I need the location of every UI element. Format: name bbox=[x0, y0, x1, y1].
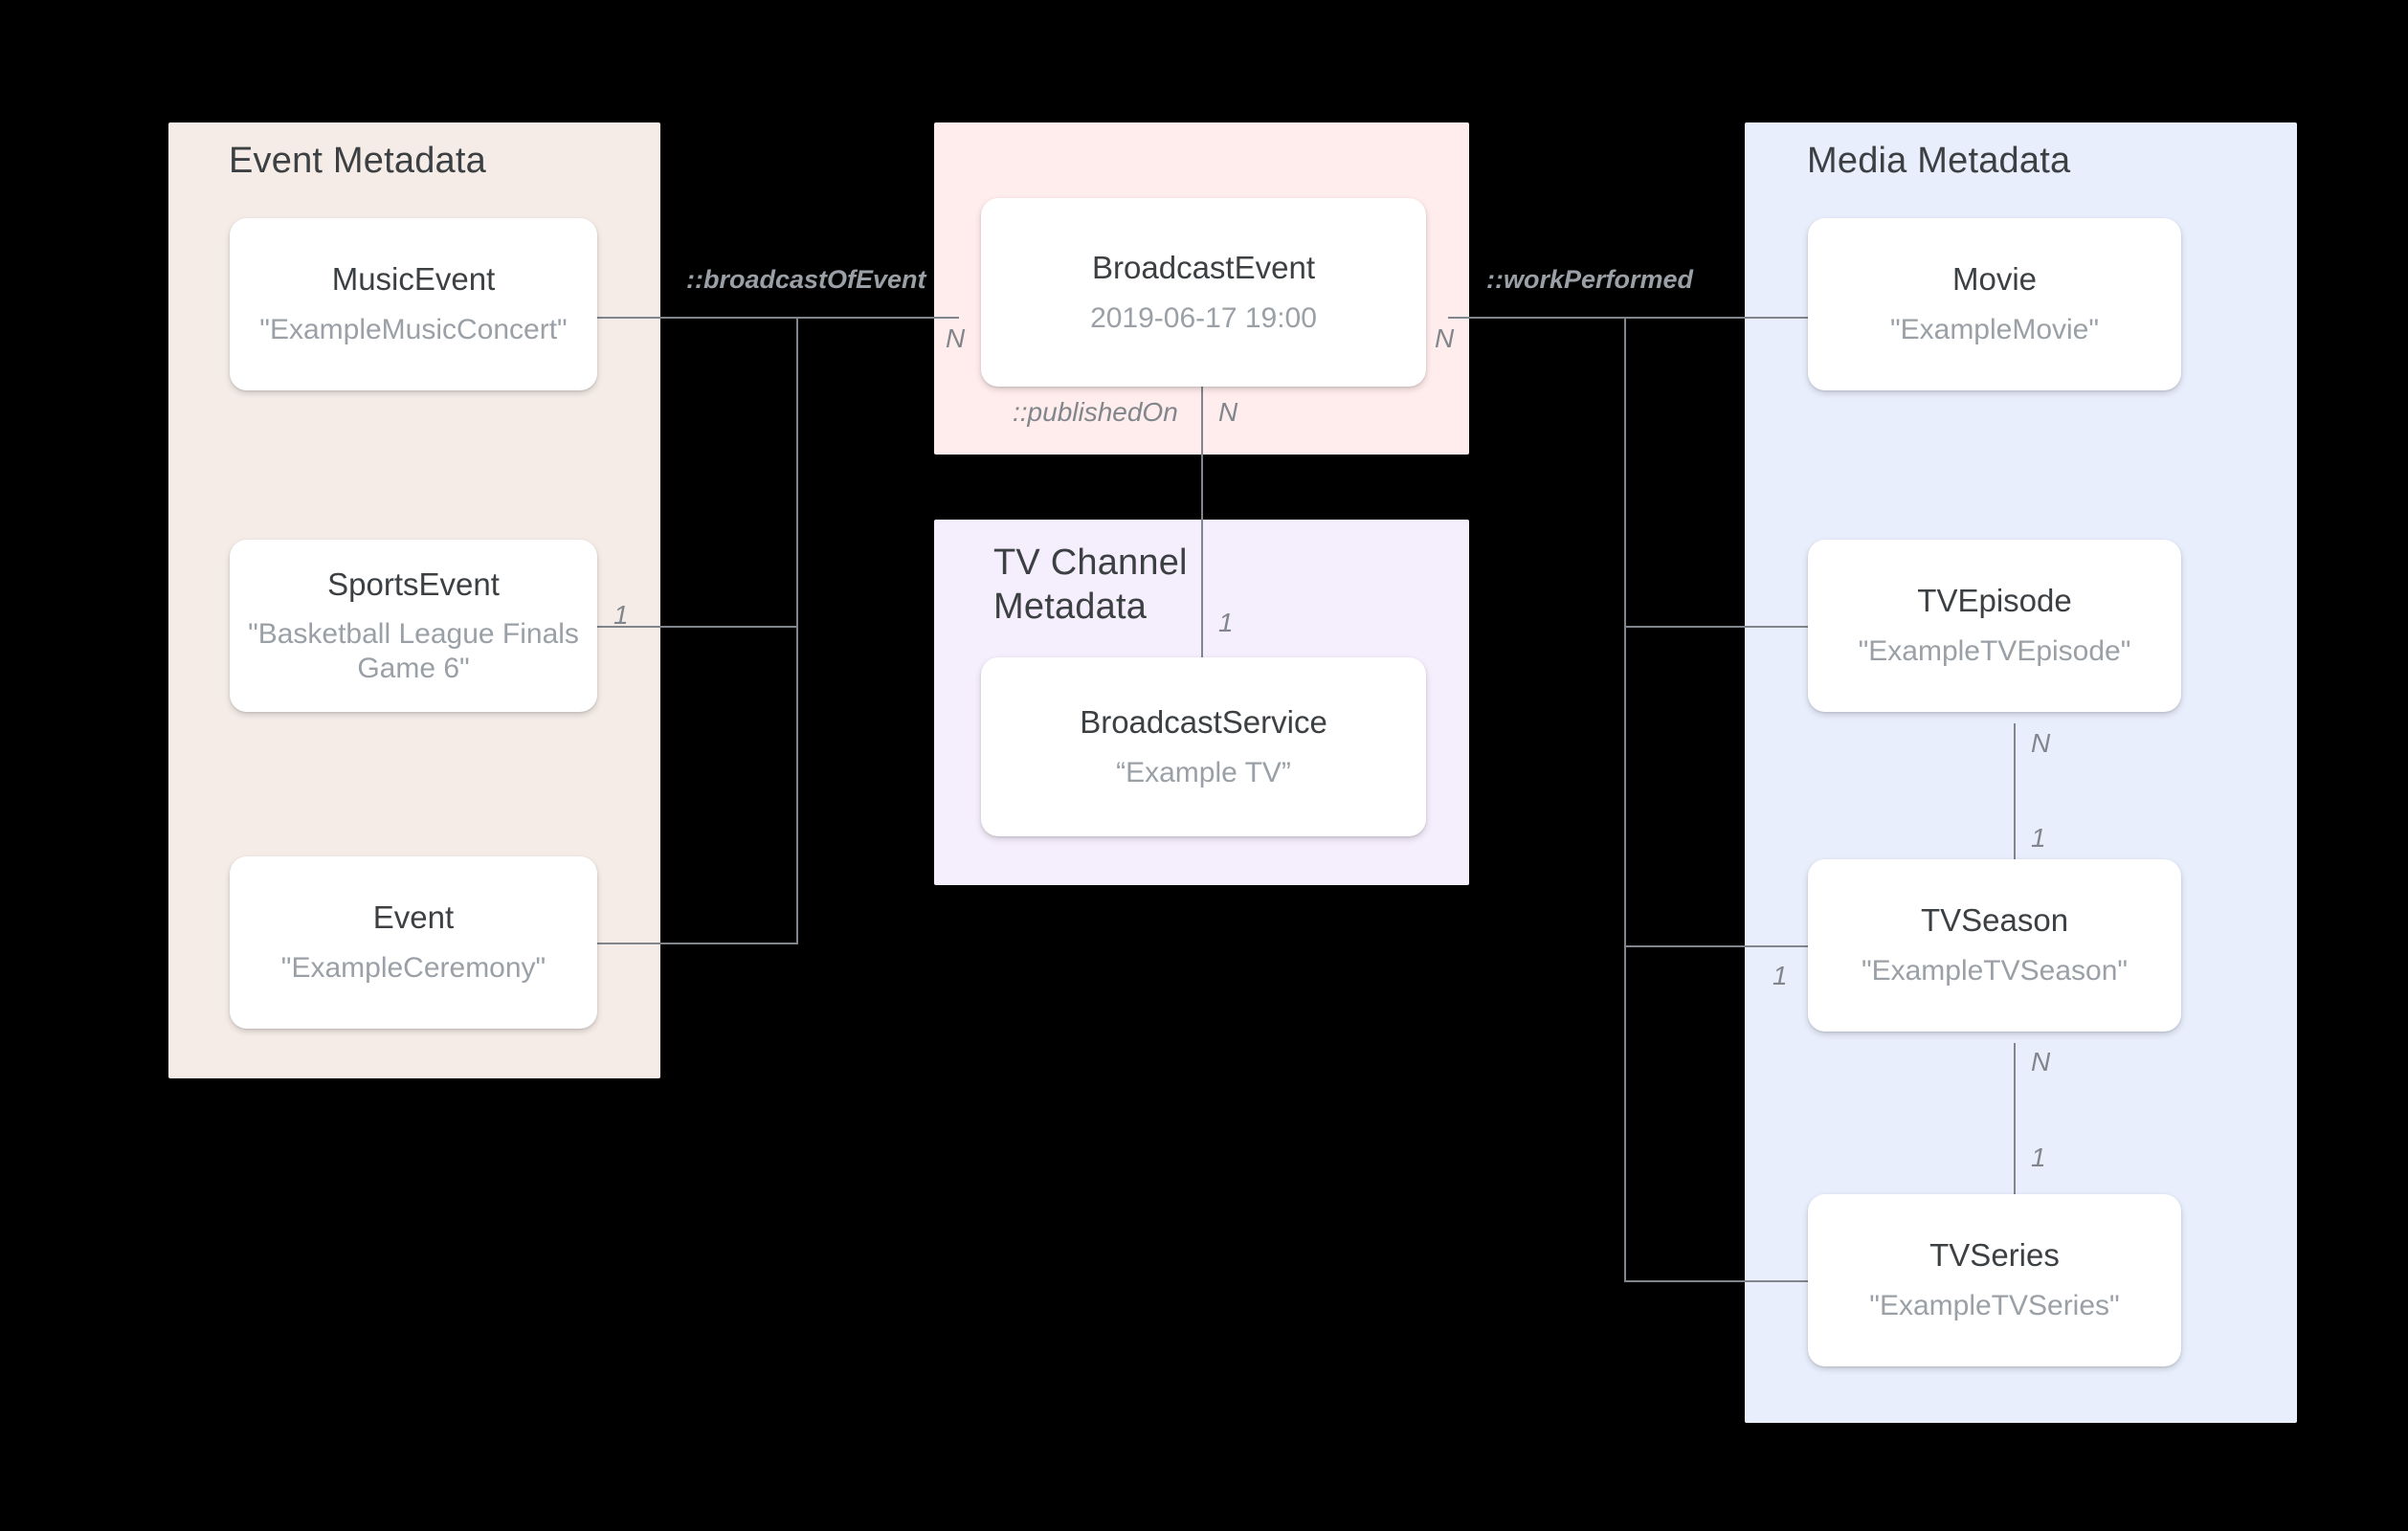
entity-type-event: Event bbox=[372, 899, 455, 935]
entity-value-movie: "ExampleMovie" bbox=[1889, 314, 2100, 345]
entity-card-broadcastevent[interactable]: BroadcastEvent 2019-06-17 19:00 bbox=[981, 198, 1426, 387]
entity-card-tvepisode[interactable]: TVEpisode "ExampleTVEpisode" bbox=[1808, 540, 2181, 712]
connector-right-bus-b bbox=[1624, 317, 1626, 1282]
group-title-media-metadata: Media Metadata bbox=[1807, 141, 2071, 181]
cardinality-broadcastevent-left-n: N bbox=[946, 323, 966, 353]
cardinality-season-left-one: 1 bbox=[1773, 961, 1788, 990]
entity-card-broadcastservice[interactable]: BroadcastService “Example TV” bbox=[981, 657, 1426, 836]
relation-label-published-on: ::publishedOn bbox=[1013, 397, 1178, 427]
connector-left-bus-a bbox=[796, 317, 798, 944]
connector-tvseries-h bbox=[1624, 1280, 1808, 1282]
entity-value-sportsevent: "Basketball League Finals Game 6" bbox=[248, 618, 579, 684]
cardinality-episode-season-n: N bbox=[2031, 728, 2051, 758]
cardinality-season-series-n: N bbox=[2031, 1047, 2051, 1076]
entity-card-sportsevent[interactable]: SportsEvent "Basketball League Finals Ga… bbox=[230, 540, 597, 712]
relation-label-work-performed: ::workPerformed bbox=[1486, 265, 1694, 294]
entity-type-tvseason: TVSeason bbox=[1920, 902, 2069, 938]
connector-sportsevent-h bbox=[597, 626, 796, 628]
entity-type-broadcastservice: BroadcastService bbox=[1080, 703, 1327, 740]
entity-type-broadcastevent: BroadcastEvent bbox=[1092, 249, 1315, 285]
connector-left-bus-a-to-broadcastevent bbox=[796, 317, 959, 319]
cardinality-broadcastevent-right-n: N bbox=[1435, 323, 1455, 353]
entity-type-musicevent: MusicEvent bbox=[331, 261, 496, 297]
cardinality-episode-season-one: 1 bbox=[2031, 823, 2046, 853]
relation-label-broadcast-of-event: ::broadcastOfEvent bbox=[686, 265, 926, 294]
cardinality-publishedon-n: N bbox=[1218, 397, 1238, 427]
entity-value-event: "ExampleCeremony" bbox=[280, 952, 546, 984]
cardinality-broadcastservice-one: 1 bbox=[1218, 608, 1234, 637]
connector-episode-season-v bbox=[2014, 723, 2016, 905]
entity-value-tvepisode: "ExampleTVEpisode" bbox=[1858, 635, 2131, 667]
connector-tvseason-h bbox=[1624, 945, 1808, 947]
connector-event-h bbox=[597, 943, 796, 944]
entity-card-tvseries[interactable]: TVSeries "ExampleTVSeries" bbox=[1808, 1194, 2181, 1366]
group-title-event-metadata: Event Metadata bbox=[229, 141, 486, 181]
entity-type-movie: Movie bbox=[1951, 261, 2038, 297]
connector-broadcastevent-right-h bbox=[1448, 317, 1624, 319]
entity-value-musicevent: "ExampleMusicConcert" bbox=[259, 314, 568, 345]
group-title-tv-channel-metadata: TV Channel Metadata bbox=[993, 543, 1188, 627]
entity-card-movie[interactable]: Movie "ExampleMovie" bbox=[1808, 218, 2181, 390]
connector-tvepisode-h bbox=[1624, 626, 1808, 628]
entity-value-broadcastservice: “Example TV” bbox=[1116, 756, 1291, 788]
entity-value-tvseason: "ExampleTVSeason" bbox=[1861, 955, 2129, 987]
entity-type-tvseries: TVSeries bbox=[1929, 1237, 2060, 1273]
connector-musicevent-h bbox=[597, 317, 796, 319]
connector-publishedon-v bbox=[1201, 387, 1203, 657]
entity-value-tvseries: "ExampleTVSeries" bbox=[1869, 1290, 2120, 1321]
cardinality-season-series-one: 1 bbox=[2031, 1143, 2046, 1172]
entity-card-tvseason[interactable]: TVSeason "ExampleTVSeason" bbox=[1808, 859, 2181, 1032]
entity-card-musicevent[interactable]: MusicEvent "ExampleMusicConcert" bbox=[230, 218, 597, 390]
entity-card-event[interactable]: Event "ExampleCeremony" bbox=[230, 856, 597, 1029]
entity-type-sportsevent: SportsEvent bbox=[327, 566, 500, 602]
entity-type-tvepisode: TVEpisode bbox=[1917, 583, 2072, 618]
connector-season-series-v bbox=[2014, 1043, 2016, 1225]
cardinality-sportsevent-one: 1 bbox=[613, 600, 629, 630]
connector-movie-h bbox=[1624, 317, 1808, 319]
entity-value-broadcastevent: 2019-06-17 19:00 bbox=[1090, 301, 1317, 334]
